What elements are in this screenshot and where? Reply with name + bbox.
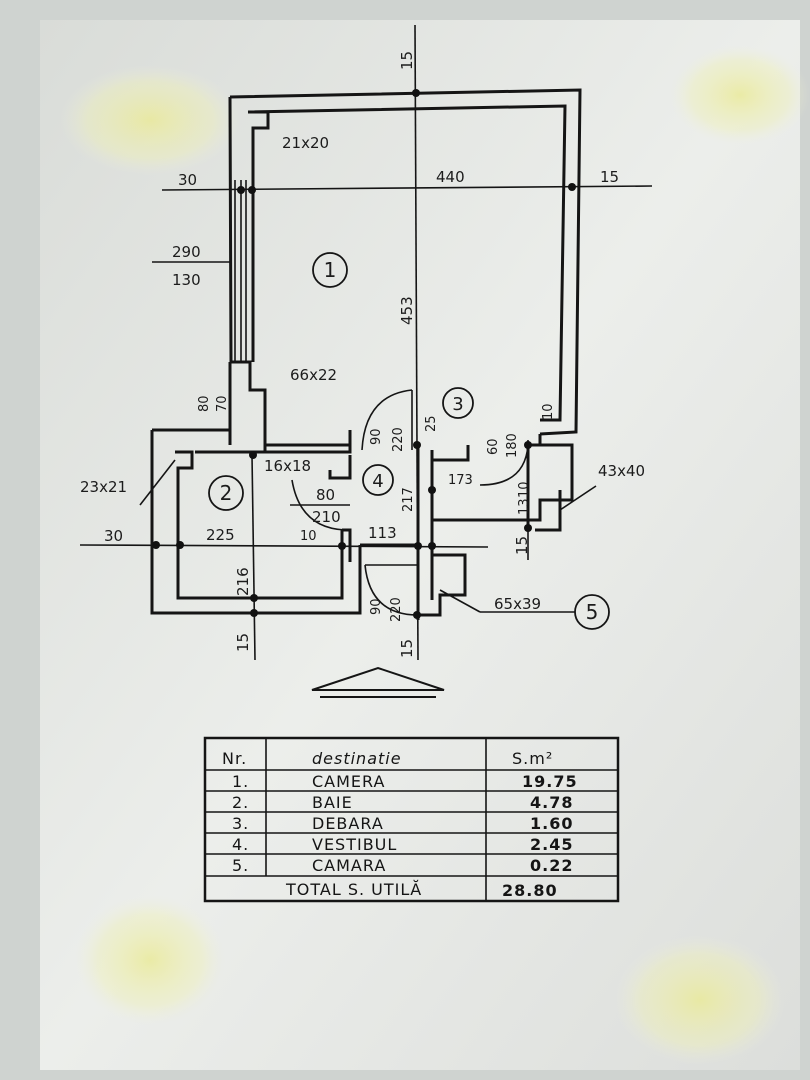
tape-stain bbox=[75, 895, 225, 1025]
dim-hall-w: 113 bbox=[368, 524, 397, 542]
room-markers: 1 2 3 4 5 bbox=[208, 252, 610, 630]
dimension-labels: 15 21x20 30 440 15 290 130 453 66x22 80 … bbox=[80, 51, 645, 658]
dim-d3b: 10 bbox=[541, 403, 556, 420]
room-3-marker bbox=[442, 387, 474, 419]
row-3-area: 1.60 bbox=[530, 814, 573, 833]
dim-right15: 15 bbox=[513, 536, 531, 555]
table-header-destination: destinatie bbox=[312, 749, 402, 768]
area-table-text: Nr. destinatie S.m² 1. CAMERA 19.75 2. B… bbox=[222, 749, 578, 900]
room-4-number: 4 bbox=[372, 471, 383, 492]
row-4-dest: VESTIBUL bbox=[312, 835, 397, 854]
dim-right-wall: 15 bbox=[600, 168, 619, 186]
row-2-nr: 2. bbox=[232, 793, 249, 812]
room-2-marker bbox=[208, 475, 244, 511]
dim-door1-h: 220 bbox=[391, 427, 406, 452]
dim-door1-w: 90 bbox=[369, 428, 384, 445]
dim-d3a: 25 bbox=[424, 415, 439, 432]
dim-door5-w: 90 bbox=[369, 598, 384, 615]
room-2-number: 2 bbox=[220, 481, 233, 505]
dim-window-w: 130 bbox=[172, 271, 201, 289]
dim-window-h: 290 bbox=[172, 243, 201, 261]
room-3-number: 3 bbox=[452, 394, 463, 415]
dim-bath-w: 225 bbox=[206, 526, 235, 544]
dim-left-wall: 30 bbox=[178, 171, 197, 189]
dim-door4-w: 80 bbox=[316, 486, 335, 504]
row-1-dest: CAMERA bbox=[312, 772, 385, 791]
row-4-area: 2.45 bbox=[530, 835, 573, 854]
row-4-nr: 4. bbox=[232, 835, 249, 854]
row-3-nr: 3. bbox=[232, 814, 249, 833]
dim-10b: 10 bbox=[517, 481, 532, 498]
row-5-area: 0.22 bbox=[530, 856, 573, 875]
dim-wall-217: 217 bbox=[401, 487, 416, 512]
dim-door5-h: 220 bbox=[389, 597, 404, 622]
dim-door3-w: 60 bbox=[486, 438, 501, 455]
dim-13: 13 bbox=[517, 498, 532, 515]
row-5-nr: 5. bbox=[232, 856, 249, 875]
table-header-nr: Nr. bbox=[222, 749, 247, 768]
tape-stain bbox=[60, 65, 240, 175]
dim-height: 453 bbox=[398, 296, 416, 325]
dim-wall-173: 173 bbox=[448, 473, 473, 488]
dim-pillar3: 43x40 bbox=[598, 462, 645, 480]
dim-width: 440 bbox=[436, 168, 465, 186]
entrance-arrow bbox=[311, 666, 445, 698]
total-value: 28.80 bbox=[502, 881, 558, 900]
tape-stain bbox=[615, 935, 785, 1065]
dim-bottom15b: 15 bbox=[398, 639, 416, 658]
row-5-dest: CAMARA bbox=[312, 856, 386, 875]
area-table bbox=[203, 736, 620, 903]
row-2-area: 4.78 bbox=[530, 793, 573, 812]
dim-wall80: 80 bbox=[197, 395, 212, 412]
dim-pillar4: 23x21 bbox=[80, 478, 127, 496]
room-5-marker bbox=[574, 594, 610, 630]
dim-10: 10 bbox=[300, 529, 317, 544]
dim-pillar: 21x20 bbox=[282, 134, 329, 152]
total-label: TOTAL S. UTILĂ bbox=[285, 880, 422, 899]
row-1-area: 19.75 bbox=[522, 772, 578, 791]
row-3-dest: DEBARA bbox=[312, 814, 384, 833]
room-4-marker bbox=[362, 464, 394, 496]
dim-bottom15a: 15 bbox=[234, 633, 252, 652]
dim-top: 15 bbox=[398, 51, 416, 70]
dim-pillar2: 66x22 bbox=[290, 366, 337, 384]
dim-camara: 65x39 bbox=[494, 595, 541, 613]
dim-pillar5: 16x18 bbox=[264, 457, 311, 475]
doors bbox=[291, 389, 529, 616]
dim-wall70: 70 bbox=[215, 395, 230, 412]
row-1-nr: 1. bbox=[232, 772, 249, 791]
dim-bath-h: 216 bbox=[234, 567, 252, 596]
dim-left30: 30 bbox=[104, 527, 123, 545]
row-2-dest: BAIE bbox=[312, 793, 353, 812]
dim-door3-h: 180 bbox=[505, 433, 520, 458]
dim-door4-h: 210 bbox=[312, 508, 341, 526]
room-5-number: 5 bbox=[586, 600, 599, 624]
room-1-marker bbox=[312, 252, 348, 288]
room-1-number: 1 bbox=[324, 258, 337, 282]
tape-stain bbox=[670, 45, 810, 145]
reference-dots bbox=[152, 89, 576, 619]
table-header-area: S.m² bbox=[512, 749, 553, 768]
